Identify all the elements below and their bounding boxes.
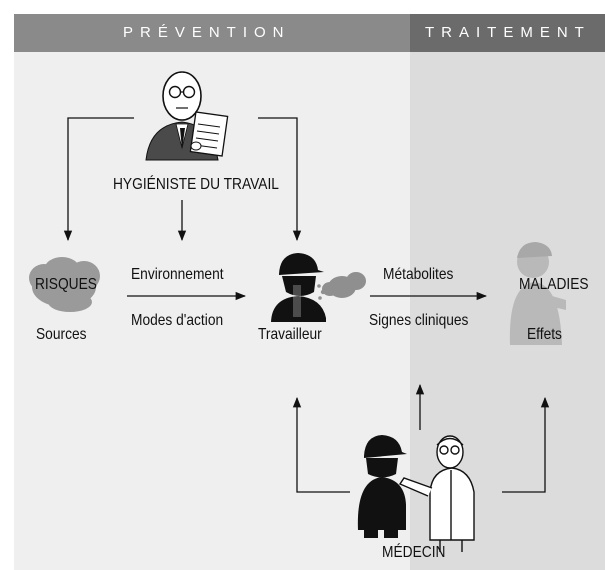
medecin-worker-icon: [357, 435, 407, 538]
effets-label: Effets: [527, 326, 562, 343]
sources-label: Sources: [36, 326, 87, 343]
maladies-figure-icon: [509, 242, 566, 345]
metabolites-label: Métabolites: [383, 266, 454, 283]
prevention-title: PRÉVENTION: [123, 24, 291, 41]
hygieniste-label: HYGIÉNISTE DU TRAVAIL: [113, 176, 279, 193]
medecin-connectors: [292, 383, 550, 493]
traitement-header-band: [410, 14, 605, 52]
travailleur-icon: [271, 253, 326, 322]
risques-cloud-icon: [29, 257, 100, 312]
medecin-label: MÉDECIN: [382, 544, 446, 561]
prevention-header-band: [14, 14, 410, 52]
arrow-hygieniste-to-risques: [63, 117, 134, 242]
hygieniste-icon: [145, 71, 229, 161]
travailleur-fumes-icon: [317, 272, 366, 300]
risques-label: RISQUES: [35, 276, 97, 293]
travailleur-label: Travailleur: [258, 326, 322, 343]
arrow-medecin-to-travailleur: [292, 396, 350, 493]
modes-action-label: Modes d'action: [131, 312, 224, 329]
signes-cliniques-label: Signes cliniques: [369, 312, 469, 329]
environnement-label: Environnement: [131, 266, 224, 283]
arrow-hygieniste-to-travailleur: [258, 117, 302, 242]
medecin-doctor-icon: [398, 435, 475, 552]
hygieniste-connectors: [63, 117, 302, 242]
arrow-medecin-to-maladies: [502, 396, 550, 493]
maladies-label: MALADIES: [519, 276, 589, 293]
traitement-title: TRAITEMENT: [425, 24, 591, 41]
